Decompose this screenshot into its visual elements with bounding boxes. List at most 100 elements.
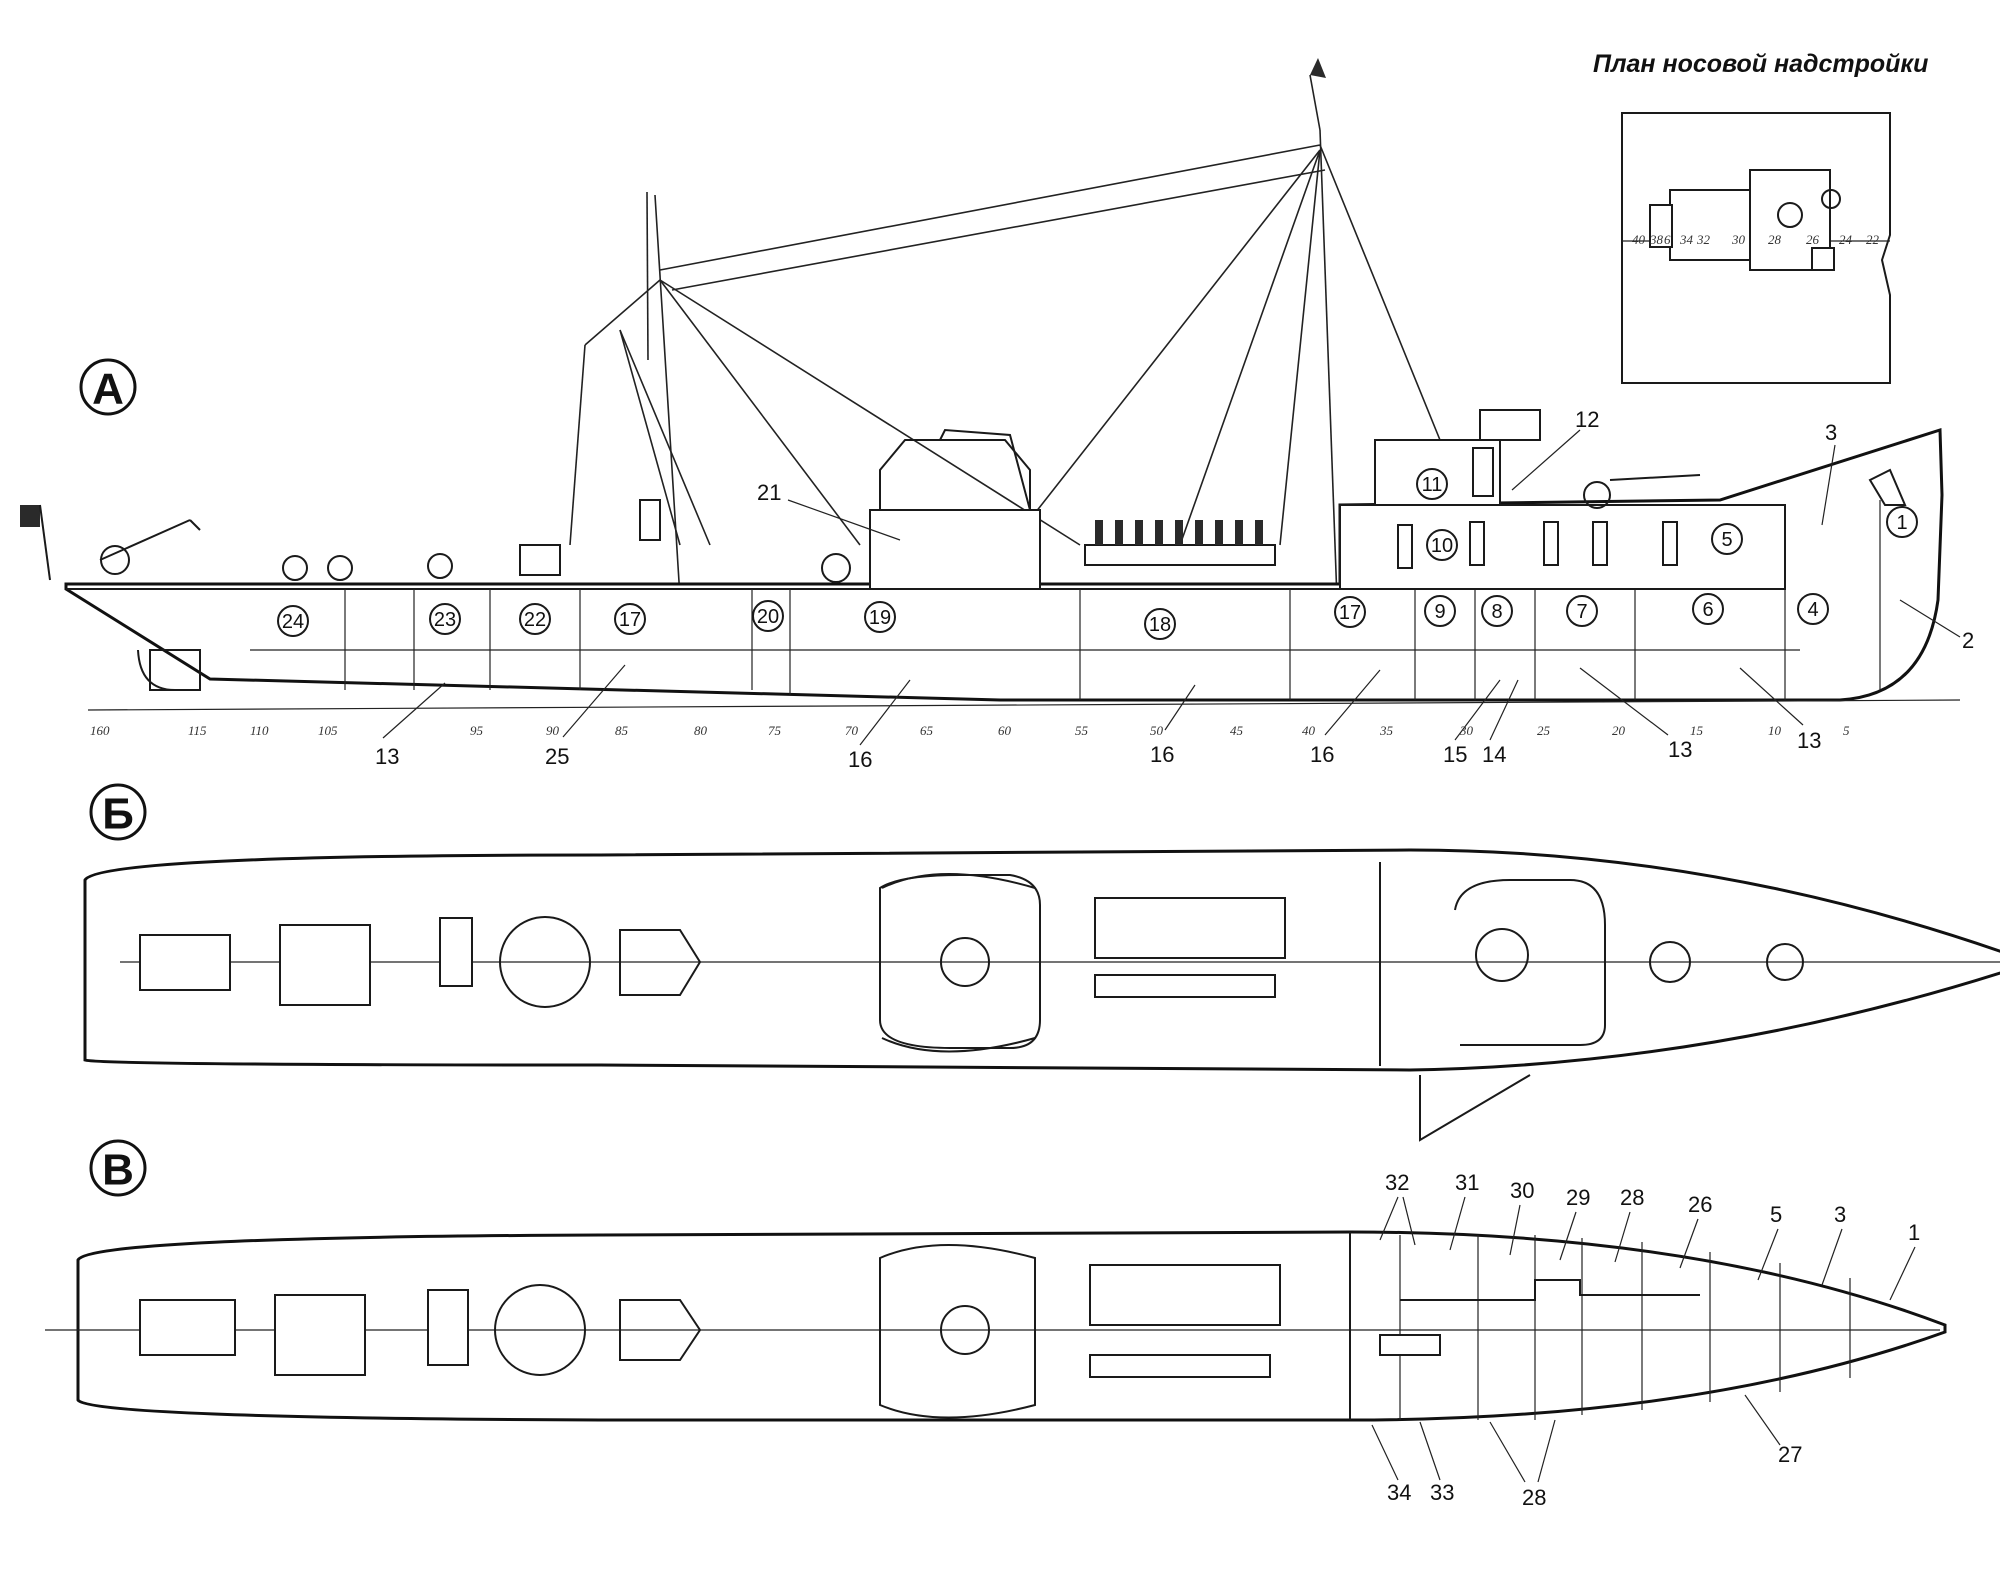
- compartment-circle: [1481, 595, 1513, 627]
- compartment-circle: [429, 603, 461, 635]
- leader-line: [1402, 1196, 1416, 1246]
- view-a-letter: А: [92, 365, 124, 414]
- frame-number: 25: [1537, 723, 1551, 738]
- leader-line: [1739, 667, 1804, 726]
- frame-number: 90: [546, 723, 560, 738]
- inset-frame-label: 32: [1696, 232, 1711, 247]
- inset-vent: [1821, 189, 1841, 209]
- callout-number: 16: [1310, 742, 1334, 767]
- frame-number: 110: [250, 723, 269, 738]
- frame-number: 40: [1302, 723, 1316, 738]
- view-b-marker: [89, 783, 147, 841]
- frame-number: 160: [90, 723, 110, 738]
- frame-scale: 160 115 110 105 95 90 85 80 75 70 65 60 …: [87, 699, 1961, 738]
- derrick: [569, 344, 586, 546]
- depth-charge: [1115, 520, 1123, 545]
- frame-number: 10: [1768, 723, 1782, 738]
- winch-drum: [427, 553, 453, 579]
- fore-mast: [1319, 129, 1338, 601]
- leader-line: [562, 664, 626, 738]
- callout-number: 25: [545, 744, 569, 769]
- leader-line: [1324, 669, 1381, 736]
- leader-line: [1371, 1424, 1399, 1481]
- shroud: [1179, 149, 1321, 546]
- inset-frame-label: 26: [1806, 232, 1820, 247]
- callout-number: 14: [1482, 742, 1506, 767]
- leader-line: [1511, 429, 1581, 491]
- aft-deckhouse-top: [879, 439, 1031, 510]
- leader-line: [1537, 1419, 1556, 1483]
- inset-frame-label: 28: [1768, 232, 1782, 247]
- stay: [659, 144, 1321, 271]
- frame-number: 85: [615, 723, 629, 738]
- crane-drum: [100, 545, 130, 575]
- crane-jib: [99, 519, 191, 561]
- inset-frame-label: 40: [1632, 232, 1646, 247]
- depth-charge: [1215, 520, 1223, 545]
- callout-number: 16: [1150, 742, 1174, 767]
- crane-hook: [189, 519, 201, 531]
- deckhouse-door: [1469, 521, 1485, 566]
- compartment-number: 1: [1896, 512, 1907, 534]
- whaleboat-port: [881, 873, 1036, 889]
- aft-mast: [654, 194, 683, 631]
- view-b-letter: Б: [102, 790, 134, 839]
- callout-number: 1: [1908, 1220, 1920, 1245]
- callout-number: 26: [1688, 1192, 1712, 1217]
- inset-frame-label: 24: [1839, 232, 1853, 247]
- compartment-number: 9: [1434, 601, 1445, 623]
- callout-number: 28: [1522, 1485, 1546, 1510]
- callout-number: 13: [1797, 728, 1821, 753]
- flagstaff: [39, 504, 51, 581]
- ladder-plan: [1379, 1334, 1441, 1356]
- compartment-circle: [614, 603, 646, 635]
- shroud: [659, 279, 1081, 546]
- searchlight-shield: [939, 428, 1031, 511]
- frame-number: 5: [1843, 723, 1850, 738]
- bridge-deckhouse: [1339, 504, 1786, 590]
- frame-number: 75: [768, 723, 782, 738]
- callout-number: 30: [1510, 1178, 1534, 1203]
- inset-frame-label: 22: [1866, 232, 1880, 247]
- compartment-circle: [1334, 596, 1366, 628]
- inset-frame-label: 30: [1731, 232, 1746, 247]
- aft-deckhouse: [869, 509, 1041, 590]
- compartment-number: 10: [1431, 535, 1453, 557]
- aft-mast-top: [646, 191, 649, 361]
- frame-number: 15: [1690, 723, 1704, 738]
- inset-ladder: [1649, 204, 1673, 248]
- inset-title: План носовой надстройки: [1593, 50, 1928, 78]
- shroud: [659, 279, 861, 546]
- depth-charge: [1235, 520, 1243, 545]
- compartment-number: 5: [1721, 529, 1732, 551]
- compartment-circle: [1711, 523, 1743, 555]
- callout-number: 3: [1834, 1202, 1846, 1227]
- midship-deckhouse-plan: [879, 1244, 1036, 1419]
- rigging: [569, 58, 1441, 631]
- bow-anchor-gear: [1868, 468, 1907, 506]
- depth-charge: [1155, 520, 1163, 545]
- compartment-number: 18: [1149, 614, 1171, 636]
- compartment-number: 23: [434, 609, 456, 631]
- callout-number: 27: [1778, 1442, 1802, 1467]
- leader-line: [382, 682, 446, 739]
- winch-drum: [282, 555, 308, 581]
- compartment-number: 4: [1807, 599, 1818, 621]
- leader-line: [1821, 444, 1836, 526]
- leader-line: [1379, 1196, 1399, 1241]
- leader-line: [1559, 1211, 1577, 1261]
- gun-mount-plan: [1475, 928, 1529, 982]
- sweep-drum-plan: [499, 916, 591, 1008]
- leader-line: [1489, 679, 1519, 741]
- frame-number: 65: [920, 723, 934, 738]
- callout-number: 3: [1825, 420, 1837, 445]
- compartment-circle: [1692, 593, 1724, 625]
- windlass: [1766, 943, 1804, 981]
- callout-number: 31: [1455, 1170, 1479, 1195]
- aft-winch-plan: [619, 929, 702, 996]
- callout-number: 34: [1387, 1480, 1411, 1505]
- shroud: [1279, 149, 1321, 546]
- frame-number: 115: [188, 723, 207, 738]
- callout-number: 28: [1620, 1185, 1644, 1210]
